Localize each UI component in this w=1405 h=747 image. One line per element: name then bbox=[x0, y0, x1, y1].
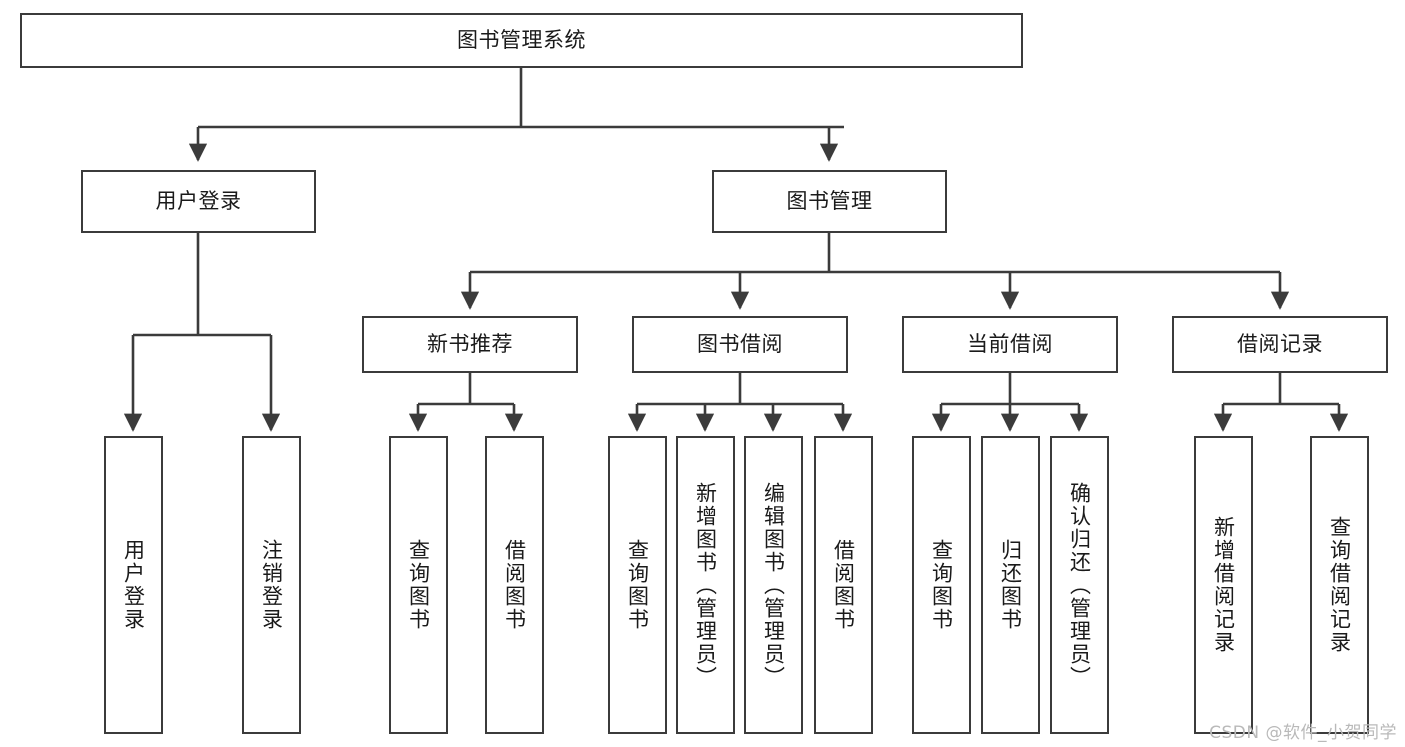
node-borrow-record-label: 借阅记录 bbox=[1237, 332, 1323, 357]
node-user-login[interactable]: 用户登录 bbox=[81, 170, 316, 233]
leaf-label: 编辑图书（管理员） bbox=[761, 481, 786, 689]
watermark: CSDN @软件_小贺同学 bbox=[1209, 723, 1397, 743]
leaf-new-book-borrow[interactable]: 借阅图书 bbox=[485, 436, 544, 734]
leaf-current-borrow-confirm-return[interactable]: 确认归还（管理员） bbox=[1050, 436, 1109, 734]
leaf-new-book-query[interactable]: 查询图书 bbox=[389, 436, 448, 734]
leaf-label: 新增图书（管理员） bbox=[693, 481, 718, 689]
node-root-label: 图书管理系统 bbox=[457, 28, 586, 53]
leaf-book-borrow-add[interactable]: 新增图书（管理员） bbox=[676, 436, 735, 734]
node-book-borrow-label: 图书借阅 bbox=[697, 332, 783, 357]
leaf-label: 借阅图书 bbox=[831, 539, 856, 631]
leaf-label: 确认归还（管理员） bbox=[1067, 481, 1092, 689]
node-book-management-label: 图书管理 bbox=[786, 189, 873, 214]
leaf-current-borrow-return[interactable]: 归还图书 bbox=[981, 436, 1040, 734]
node-current-borrow[interactable]: 当前借阅 bbox=[902, 316, 1118, 373]
node-new-book-recommend-label: 新书推荐 bbox=[427, 332, 513, 357]
leaf-label: 注销登录 bbox=[259, 539, 284, 631]
leaf-book-borrow-query[interactable]: 查询图书 bbox=[608, 436, 667, 734]
node-current-borrow-label: 当前借阅 bbox=[967, 332, 1053, 357]
node-book-borrow[interactable]: 图书借阅 bbox=[632, 316, 848, 373]
leaf-borrow-record-add[interactable]: 新增借阅记录 bbox=[1194, 436, 1253, 734]
leaf-label: 新增借阅记录 bbox=[1211, 516, 1236, 654]
leaf-label: 查询图书 bbox=[929, 539, 954, 631]
node-user-login-label: 用户登录 bbox=[155, 189, 242, 214]
leaf-book-borrow-borrow[interactable]: 借阅图书 bbox=[814, 436, 873, 734]
leaf-current-borrow-query[interactable]: 查询图书 bbox=[912, 436, 971, 734]
leaf-label: 归还图书 bbox=[998, 539, 1023, 631]
leaf-book-borrow-edit[interactable]: 编辑图书（管理员） bbox=[744, 436, 803, 734]
leaf-label: 查询图书 bbox=[625, 539, 650, 631]
node-book-management[interactable]: 图书管理 bbox=[712, 170, 947, 233]
node-new-book-recommend[interactable]: 新书推荐 bbox=[362, 316, 578, 373]
node-borrow-record[interactable]: 借阅记录 bbox=[1172, 316, 1388, 373]
node-root[interactable]: 图书管理系统 bbox=[20, 13, 1023, 68]
leaf-user-login-logout[interactable]: 注销登录 bbox=[242, 436, 301, 734]
leaf-label: 查询借阅记录 bbox=[1327, 516, 1352, 654]
leaf-label: 用户登录 bbox=[121, 539, 146, 631]
leaf-label: 查询图书 bbox=[406, 539, 431, 631]
leaf-label: 借阅图书 bbox=[502, 539, 527, 631]
leaf-borrow-record-query[interactable]: 查询借阅记录 bbox=[1310, 436, 1369, 734]
leaf-user-login-login[interactable]: 用户登录 bbox=[104, 436, 163, 734]
